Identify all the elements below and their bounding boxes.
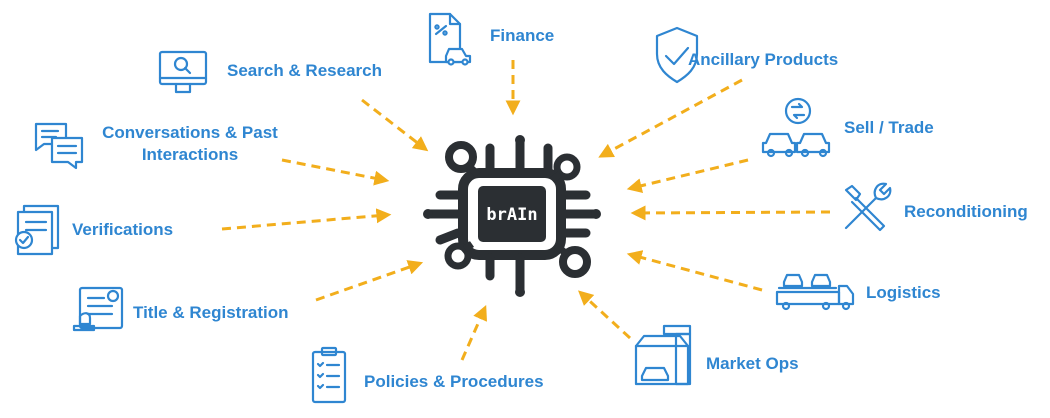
dealership-building-icon bbox=[634, 324, 692, 386]
label-finance: Finance bbox=[490, 26, 555, 45]
arrow-sell-trade bbox=[626, 158, 749, 194]
brain-chip-icon: brAIn bbox=[423, 135, 601, 297]
monitor-search-icon bbox=[158, 50, 208, 94]
arrow-verifications bbox=[221, 208, 392, 231]
arrow-search bbox=[361, 98, 429, 152]
brain-label: brAIn bbox=[486, 205, 537, 225]
label-policies-procedures: Policies & Procedures bbox=[364, 372, 544, 391]
label-ancillary-products: Ancillary Products bbox=[688, 50, 839, 69]
arrow-reconditioning bbox=[630, 205, 831, 221]
label-reconditioning: Reconditioning bbox=[904, 202, 1028, 221]
label-market-ops: Market Ops bbox=[706, 354, 799, 373]
label-conversations: Conversations & Past Interactions bbox=[102, 123, 278, 164]
verified-documents-icon bbox=[14, 204, 60, 256]
label-search-research: Search & Research bbox=[227, 61, 382, 80]
wrench-screwdriver-icon bbox=[844, 182, 892, 232]
label-title-registration: Title & Registration bbox=[133, 303, 289, 322]
car-carrier-truck-icon bbox=[775, 273, 855, 311]
clipboard-checklist-icon bbox=[311, 346, 347, 404]
label-sell-trade: Sell / Trade bbox=[844, 118, 934, 137]
shield-check-icon bbox=[655, 26, 699, 84]
arrow-ancillary bbox=[598, 78, 743, 158]
arrow-market-ops bbox=[578, 290, 632, 340]
cars-exchange-icon bbox=[761, 97, 831, 158]
arrow-conversations bbox=[281, 158, 390, 186]
arrow-logistics bbox=[626, 250, 763, 292]
chat-bubbles-icon bbox=[34, 122, 84, 170]
arrow-title bbox=[315, 260, 424, 302]
certificate-stamp-icon bbox=[72, 286, 124, 332]
finance-document-car-icon bbox=[428, 12, 472, 66]
label-logistics: Logistics bbox=[866, 283, 941, 302]
label-verifications: Verifications bbox=[72, 220, 174, 239]
arrow-policies bbox=[460, 305, 487, 361]
